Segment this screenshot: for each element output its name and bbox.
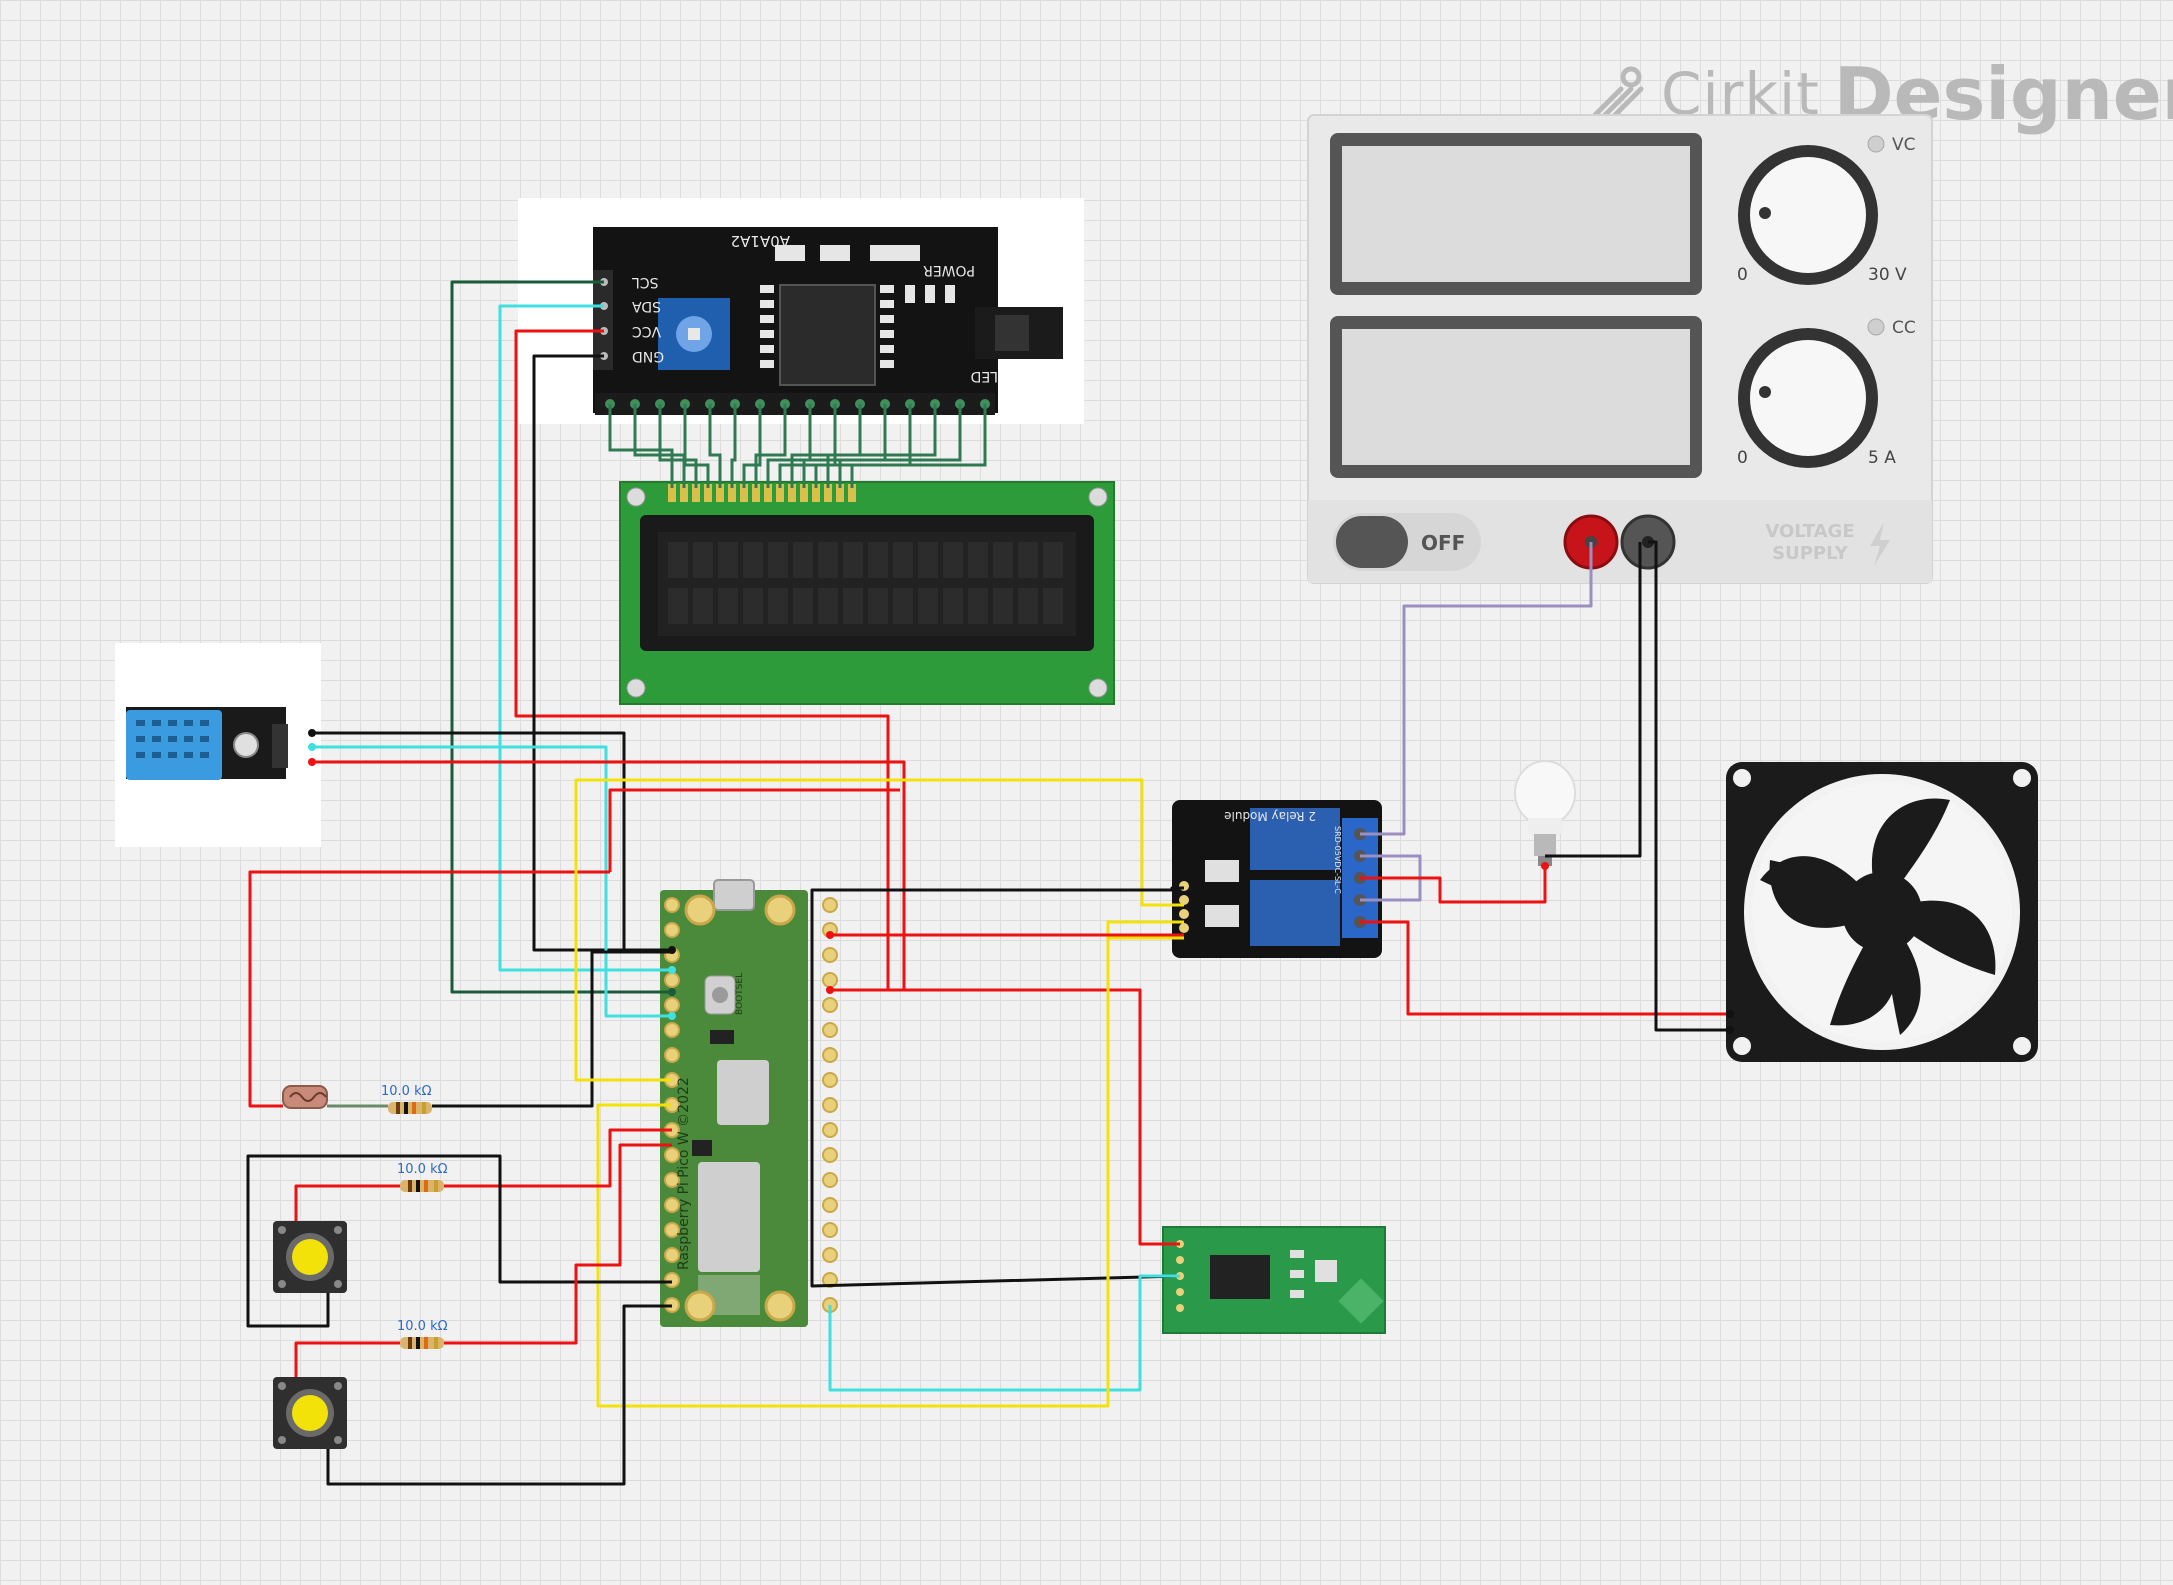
i-max-label: 5 A <box>1868 448 1896 468</box>
power-switch[interactable]: OFF <box>1333 513 1481 571</box>
mount-hole <box>684 1290 716 1322</box>
resistor-ldr[interactable] <box>388 1102 432 1114</box>
vc-label: VC <box>1892 135 1916 155</box>
photoresistor[interactable] <box>282 1085 328 1109</box>
relay-1 <box>1250 808 1340 870</box>
address-label: A0A1A2 <box>731 232 790 250</box>
lightning-icon <box>1870 522 1890 566</box>
lcd-backpack-wires <box>608 404 987 488</box>
push-button-1[interactable] <box>273 1221 347 1293</box>
pin-vcc-label: VCC <box>632 323 661 339</box>
mount-hole <box>764 1290 796 1322</box>
current-display <box>1342 329 1690 465</box>
relay-coil-label: SRD-05VDC-SL-C <box>1333 826 1342 894</box>
micro-usb-port <box>713 879 755 911</box>
bootsel-label: BOOTSEL <box>735 973 745 1015</box>
light-bulb[interactable] <box>1514 760 1576 866</box>
pico-left-pins[interactable] <box>664 897 680 1313</box>
switch-label: OFF <box>1421 531 1465 555</box>
resistor-ldr-value: 10.0 kΩ <box>381 1084 432 1099</box>
v-max-label: 30 V <box>1868 265 1907 285</box>
mount-hole <box>684 894 716 926</box>
i2c-lcd-backpack[interactable]: A0A1A2 POWER LED SCL SDA VCC GND <box>518 198 1084 424</box>
lcd-16x2-display[interactable] <box>619 481 1115 705</box>
v-min-label: 0 <box>1737 265 1748 285</box>
cc-indicator <box>1867 318 1885 336</box>
wifi-module <box>698 1162 760 1272</box>
supply-caption-2: SUPPLY <box>1772 543 1849 564</box>
pin-gnd-label: GND <box>632 348 664 364</box>
resistor-btn1-value: 10.0 kΩ <box>397 1162 448 1177</box>
lcd-character-grid <box>668 542 1063 624</box>
power-supply[interactable]: VC CC 0 30 V 0 5 A OFF VOLTAGE SUPPLY <box>1307 114 1933 584</box>
supply-caption-1: VOLTAGE <box>1765 521 1854 542</box>
pcf8574-chip <box>779 284 876 386</box>
resistor-button-1[interactable] <box>400 1180 444 1192</box>
mount-hole <box>764 894 796 926</box>
relay-2 <box>1250 880 1340 946</box>
wires <box>246 280 1730 1486</box>
push-button-2[interactable] <box>273 1377 347 1449</box>
pin-sda-label: SDA <box>632 298 661 314</box>
wire-endpoints <box>308 729 1734 1034</box>
rp2040-chip <box>717 1060 769 1125</box>
dht11-sensor[interactable] <box>115 643 321 847</box>
cc-label: CC <box>1892 318 1916 338</box>
i-min-label: 0 <box>1737 448 1748 468</box>
dc-fan[interactable] <box>1726 762 2038 1062</box>
current-knob[interactable] <box>1738 328 1878 468</box>
resistor-btn2-value: 10.0 kΩ <box>397 1319 448 1334</box>
pico-label: Raspberry Pi Pico W ©2022 <box>676 1077 692 1270</box>
lcd-pin-header <box>595 393 995 415</box>
radar-sensor[interactable] <box>1162 1226 1386 1334</box>
voltage-display <box>1342 146 1690 282</box>
pico-right-pins[interactable] <box>822 897 838 1313</box>
resistor-button-2[interactable] <box>400 1337 444 1349</box>
led-label: LED <box>971 368 998 384</box>
i2c-header[interactable] <box>593 270 613 370</box>
relay-label: 2 Relay Module <box>1224 809 1316 823</box>
voltage-knob[interactable] <box>1738 145 1878 285</box>
raspberry-pi-pico-w[interactable]: Raspberry Pi Pico W ©2022 BOOTSEL <box>660 879 838 1327</box>
vc-indicator <box>1867 135 1885 153</box>
pin-scl-label: SCL <box>632 274 659 290</box>
two-relay-module[interactable]: 2 Relay Module SRD-05VDC-SL-C <box>1172 800 1382 958</box>
power-label: POWER <box>923 262 975 278</box>
